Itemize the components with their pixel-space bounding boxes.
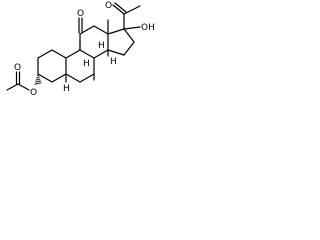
- hydroxyl-label: OH: [141, 23, 155, 33]
- ester-oxygen-label: O: [30, 88, 37, 98]
- ester-carbonyl-oxygen-label: O: [14, 63, 21, 73]
- stereo-h-bonds: [65, 49, 109, 83]
- ring-b-bonds: [65, 49, 95, 83]
- hydroxyl-bond: [123, 26, 141, 30]
- acetyl-side-chain: [112, 2, 141, 30]
- h14-label: H: [110, 57, 117, 67]
- ketone-group: [78, 17, 83, 34]
- molecule-structure: O OH O O O H H H H: [6, 1, 155, 98]
- ring-d-bonds: [107, 28, 135, 56]
- ring-a-bonds: [37, 49, 67, 83]
- h9-label: H: [83, 59, 90, 69]
- acetate-ester: [6, 71, 42, 91]
- acetyl-oxygen-label: O: [105, 1, 112, 11]
- h5-label: H: [63, 84, 70, 94]
- structure-figure: O OH O O O H H H H: [0, 0, 185, 122]
- ketone-oxygen-label: O: [77, 9, 84, 19]
- h8-label: H: [98, 41, 105, 51]
